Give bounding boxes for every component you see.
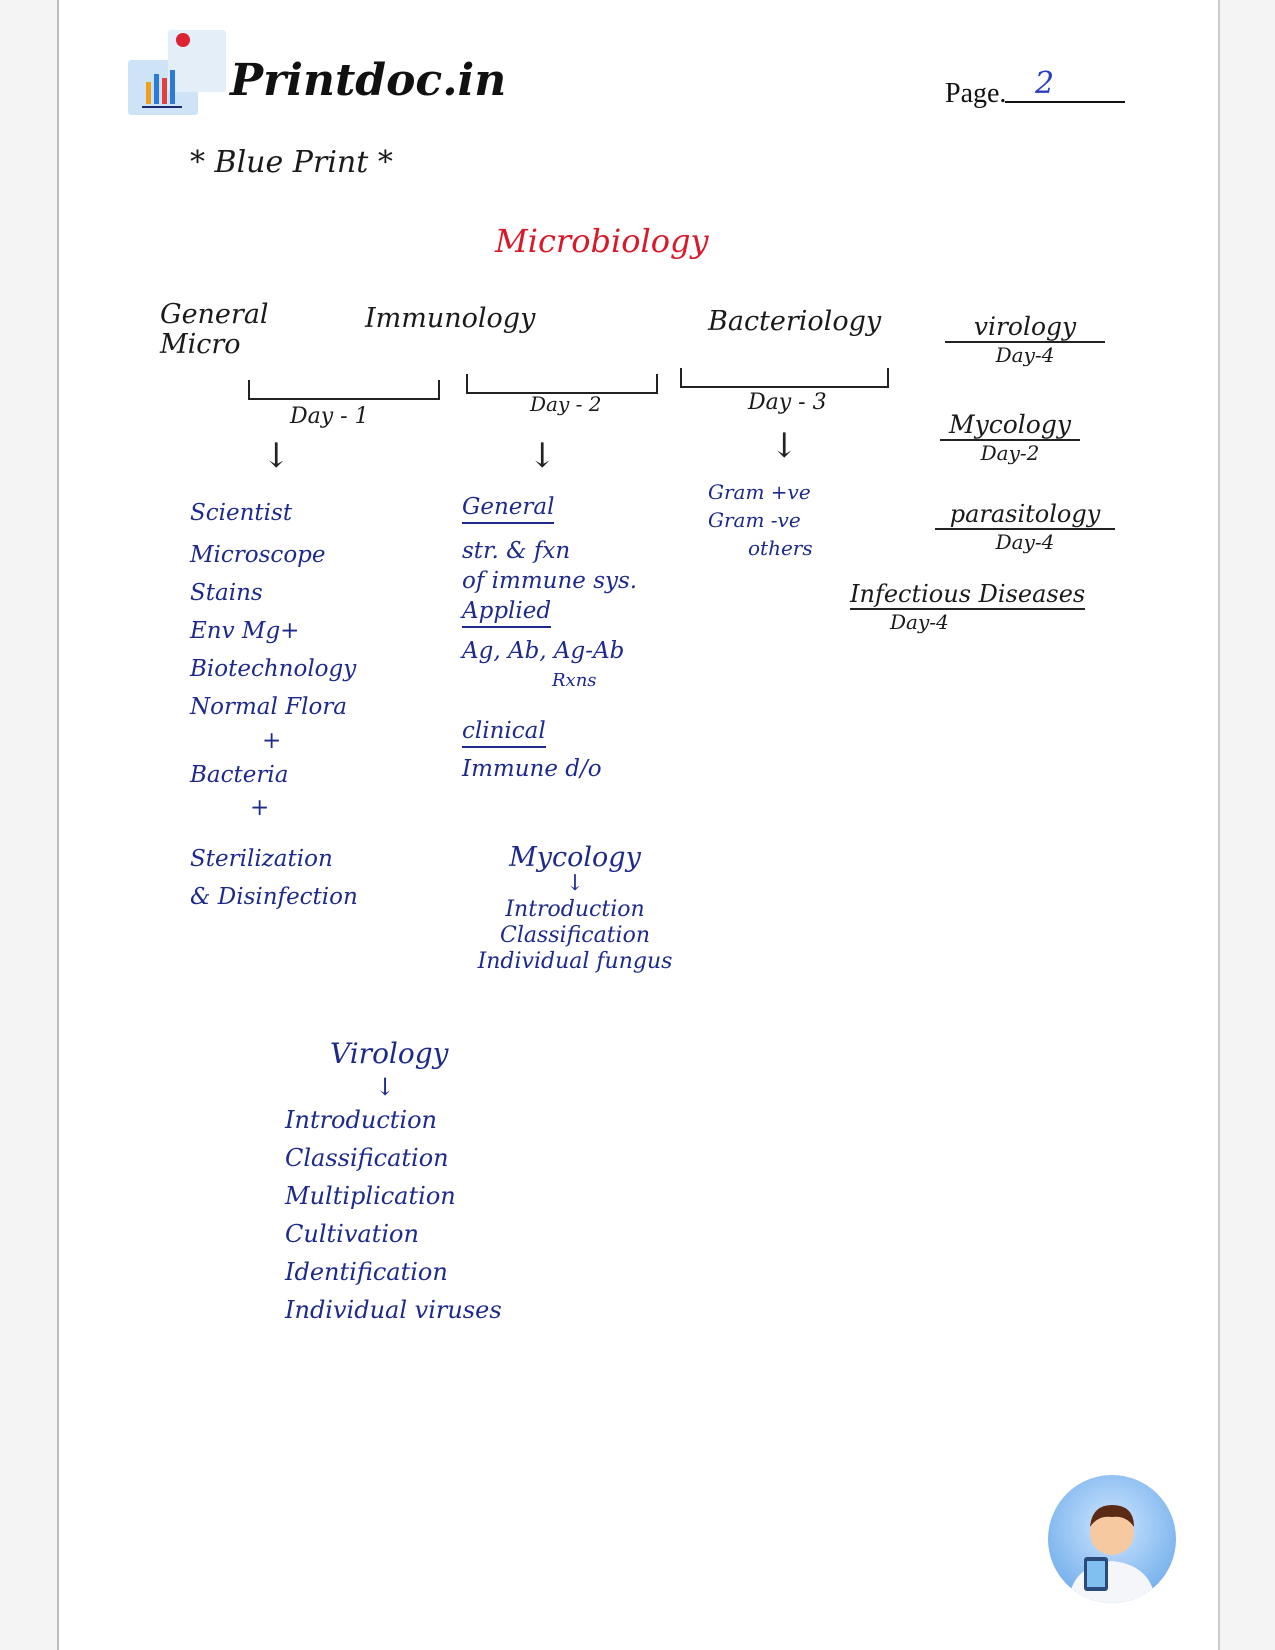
list-item: Ag, Ab, Ag-Ab	[462, 638, 625, 664]
section-applied: Applied	[462, 596, 552, 628]
list-item: Classification	[285, 1144, 449, 1172]
list-item: Individual fungus	[477, 949, 673, 974]
topic-name: virology	[945, 312, 1105, 343]
topic-name: parasitology	[935, 500, 1115, 530]
heading-line: Micro	[160, 329, 241, 360]
list-item: & Disinfection	[190, 884, 358, 910]
topic-name: Mycology	[940, 410, 1080, 441]
page-label: Page.	[945, 78, 1007, 109]
scan-left-edge	[0, 0, 59, 1650]
heading-bacteriology: Bacteriology	[708, 306, 882, 337]
heading-general-micro: General Micro	[160, 300, 269, 360]
list-item: Introduction	[505, 897, 645, 922]
day-label-1: Day - 1	[290, 404, 369, 429]
immunology-list: General str. & fxn of immune sys. Applie…	[462, 492, 637, 784]
list-item: +	[250, 795, 270, 821]
section-clinical: clinical	[462, 716, 546, 748]
topic-day: Day-4	[890, 610, 949, 634]
list-item: Introduction	[285, 1106, 437, 1134]
list-item: +	[262, 728, 282, 754]
day-label-2: Day - 2	[530, 392, 602, 416]
list-item: Cultivation	[285, 1220, 419, 1248]
list-item: Classification	[499, 923, 650, 948]
list-item: Gram -ve	[708, 508, 801, 532]
bracket-day3	[680, 368, 889, 388]
list-item: Env Mg+	[190, 618, 300, 644]
down-arrow-icon: ↓	[565, 871, 585, 896]
list-item: Scientist	[190, 500, 293, 526]
doctor-avatar-icon	[1048, 1475, 1176, 1603]
general-micro-list: Scientist Microscope Stains Env Mg+ Biot…	[190, 494, 358, 916]
list-item: Sterilization	[190, 846, 333, 872]
topic-mycology: Mycology Day-2	[940, 410, 1080, 465]
topic-virology: virology Day-4	[945, 312, 1105, 367]
heading-line: General	[160, 299, 269, 330]
printdoc-logo-icon	[128, 30, 228, 118]
list-item: Multiplication	[285, 1182, 456, 1210]
blue-print-subtitle: * Blue Print *	[190, 145, 393, 180]
bacteriology-list: Gram +ve Gram -ve others	[708, 478, 813, 562]
scan-right-edge	[1218, 0, 1275, 1650]
list-item: Biotechnology	[190, 656, 357, 682]
topic-parasitology: parasitology Day-4	[935, 500, 1115, 554]
virology-label: Virology	[330, 1037, 449, 1070]
page-title: Microbiology	[495, 222, 709, 260]
down-arrow-icon: ↓	[375, 1073, 396, 1101]
topic-infectious-diseases: Infectious Diseases Day-4	[850, 580, 1086, 634]
list-item: Stains	[190, 580, 263, 606]
list-item: Gram +ve	[708, 480, 811, 504]
mycology-label: Mycology	[509, 842, 641, 873]
list-item: Bacteria	[190, 762, 289, 788]
list-item: Immune d/o	[462, 756, 602, 782]
list-item: Identification	[285, 1258, 448, 1286]
page-number: 2	[1005, 66, 1125, 103]
mycology-block: Mycology ↓ Introduction Classification I…	[455, 842, 695, 975]
down-arrow-icon: ↓	[262, 436, 291, 476]
list-item: Microscope	[190, 542, 326, 568]
logo-text: Printdoc.in	[230, 55, 507, 106]
down-arrow-icon: ↓	[770, 426, 799, 466]
day-label-3: Day - 3	[748, 390, 827, 415]
bracket-day2	[466, 374, 658, 394]
bracket-day1	[248, 380, 440, 400]
down-arrow-icon: ↓	[528, 436, 557, 476]
list-item: Rxns	[552, 670, 597, 691]
list-item: Normal Flora	[190, 694, 348, 720]
topic-day: Day-4	[995, 530, 1055, 554]
section-general: General	[462, 492, 555, 524]
topic-day: Day-4	[995, 343, 1055, 367]
virology-block: Virology ↓ Introduction Classification M…	[285, 1035, 502, 1329]
heading-immunology: Immunology	[365, 303, 536, 334]
topic-name: Infectious Diseases	[850, 580, 1086, 610]
list-item: str. & fxn	[462, 538, 571, 564]
topic-day: Day-2	[980, 441, 1040, 465]
list-item: Individual viruses	[285, 1296, 502, 1324]
list-item: of immune sys.	[462, 568, 638, 594]
list-item: others	[748, 536, 813, 560]
